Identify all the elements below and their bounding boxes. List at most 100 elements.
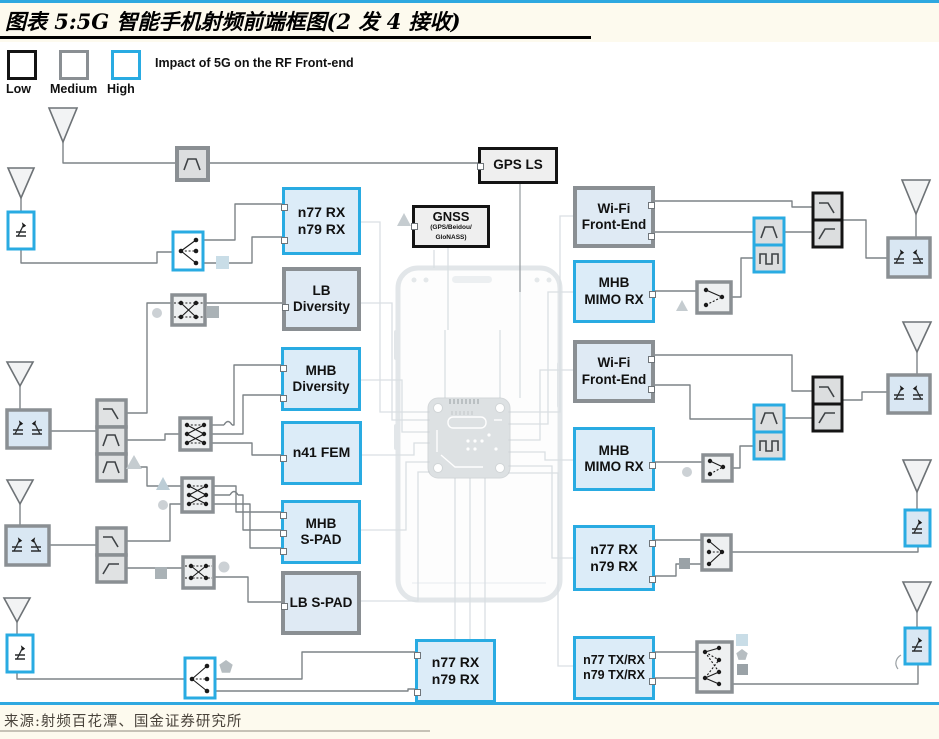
port bbox=[282, 304, 289, 311]
triangle-marker bbox=[397, 213, 411, 226]
block-label: MHB MIMO RX bbox=[584, 442, 644, 474]
port bbox=[280, 512, 287, 519]
antenna-tuner-icon bbox=[903, 508, 932, 548]
matrix-switch-icon bbox=[695, 640, 734, 694]
square-marker bbox=[737, 664, 748, 675]
faint-traces bbox=[361, 215, 573, 700]
antenna-icon bbox=[900, 179, 932, 217]
block-label: MHB S-PAD bbox=[300, 515, 342, 547]
port bbox=[649, 652, 656, 659]
page-edge-artifact bbox=[0, 730, 430, 732]
shape-markers bbox=[126, 213, 748, 675]
port bbox=[649, 462, 656, 469]
port bbox=[280, 365, 287, 372]
signal-wires bbox=[16, 142, 919, 692]
circle-marker bbox=[682, 467, 692, 477]
square-marker bbox=[679, 558, 690, 569]
block-gps-ls: GPS LS bbox=[477, 147, 558, 184]
port bbox=[411, 223, 418, 230]
block-lb-diversity: LB Diversity bbox=[282, 267, 361, 331]
legend-label-medium: Medium bbox=[50, 82, 98, 96]
antenna-icon bbox=[2, 597, 32, 624]
square-marker bbox=[736, 634, 748, 646]
port bbox=[414, 652, 421, 659]
block-gnss: GNSS (GPS/Beidou/ GloNASS) bbox=[411, 205, 490, 248]
antenna-icon bbox=[6, 167, 36, 201]
port bbox=[280, 548, 287, 555]
port bbox=[648, 202, 655, 209]
diplexer-black-icon bbox=[811, 191, 844, 249]
antenna-icon bbox=[901, 321, 933, 354]
pentagon-marker bbox=[219, 660, 233, 673]
circle-marker bbox=[152, 308, 162, 318]
port bbox=[280, 395, 287, 402]
legend-caption: Impact of 5G on the RF Front-end bbox=[155, 56, 354, 70]
sp3t-switch-icon bbox=[183, 656, 217, 700]
port bbox=[281, 237, 288, 244]
antenna-tuner-icon bbox=[6, 210, 36, 251]
block-mhb-s-pad: MHB S-PAD bbox=[280, 500, 361, 564]
diplexer-icon bbox=[95, 526, 128, 584]
switches bbox=[170, 230, 734, 700]
circle-marker bbox=[158, 500, 168, 510]
triplexer-icon bbox=[95, 398, 128, 483]
antenna-tuner-icon bbox=[4, 524, 51, 567]
dpdt-switch-icon bbox=[170, 293, 207, 327]
port bbox=[649, 291, 656, 298]
diplexer-black-icon bbox=[811, 375, 844, 433]
block-label: LB Diversity bbox=[292, 282, 351, 314]
block-sublabel: GloNASS) bbox=[435, 234, 467, 241]
dpdt-switch-icon bbox=[181, 555, 216, 590]
antenna-icon bbox=[5, 361, 35, 388]
antenna-tuner-icon bbox=[5, 408, 52, 450]
legend-swatch-low bbox=[7, 50, 37, 80]
square-marker bbox=[155, 567, 167, 579]
block-mhb-mimo-rx-1: MHB MIMO RX bbox=[573, 260, 656, 323]
block-label: n77 RX n79 RX bbox=[590, 540, 638, 574]
bandpass-filter-icon bbox=[175, 146, 210, 182]
triangle-marker bbox=[156, 477, 170, 490]
legend-swatch-high bbox=[111, 50, 141, 80]
legend-label-low: Low bbox=[6, 82, 31, 96]
block-label: Wi-Fi Front-End bbox=[581, 355, 647, 387]
block-label: LB S-PAD bbox=[289, 594, 353, 610]
extractor-filter-icon bbox=[752, 403, 786, 461]
port bbox=[477, 163, 484, 170]
port bbox=[280, 455, 287, 462]
block-lb-s-pad: LB S-PAD bbox=[281, 571, 361, 635]
port bbox=[648, 356, 655, 363]
block-n77-n79-rx-right: n77 RX n79 RX bbox=[573, 525, 656, 591]
port bbox=[280, 530, 287, 537]
block-n77-n79-rx-bottom: n77 RX n79 RX bbox=[414, 639, 496, 703]
block-n41-fem: n41 FEM bbox=[280, 421, 362, 485]
antenna-tuner-icon bbox=[886, 236, 932, 279]
port bbox=[649, 678, 656, 685]
block-label: n41 FEM bbox=[292, 444, 351, 461]
block-n77-n79-tx-rx: n77 TX/RX n79 TX/RX bbox=[573, 636, 656, 700]
antenna-icon bbox=[47, 107, 79, 145]
bottom-rule bbox=[0, 702, 939, 705]
extractor-filter-icon bbox=[752, 216, 786, 274]
block-label: Wi-Fi Front-End bbox=[581, 200, 647, 232]
top-rule bbox=[0, 0, 939, 3]
block-label: MHB Diversity bbox=[292, 362, 350, 394]
block-label: MHB MIMO RX bbox=[584, 275, 644, 307]
block-label: n77 RX n79 RX bbox=[297, 203, 346, 237]
block-label: GNSS bbox=[432, 209, 470, 225]
port bbox=[649, 576, 656, 583]
block-mhb-mimo-rx-2: MHB MIMO RX bbox=[573, 427, 656, 491]
block-label: n77 TX/RX n79 TX/RX bbox=[583, 652, 645, 682]
source-note: 来源:射频百花潭、国金证券研究所 bbox=[4, 714, 243, 730]
antennas bbox=[2, 107, 933, 624]
block-label: GPS LS bbox=[493, 157, 543, 173]
antenna-tuner-icon bbox=[886, 373, 932, 415]
antenna-icon bbox=[901, 581, 933, 614]
triangle-marker bbox=[126, 455, 142, 469]
sp3t-switch-icon bbox=[700, 533, 733, 572]
block-sublabel: (GPS/Beidou/ bbox=[430, 224, 472, 232]
block-wifi-front-end-2: Wi-Fi Front-End bbox=[573, 340, 655, 403]
square-marker bbox=[207, 306, 219, 318]
port bbox=[649, 540, 656, 547]
